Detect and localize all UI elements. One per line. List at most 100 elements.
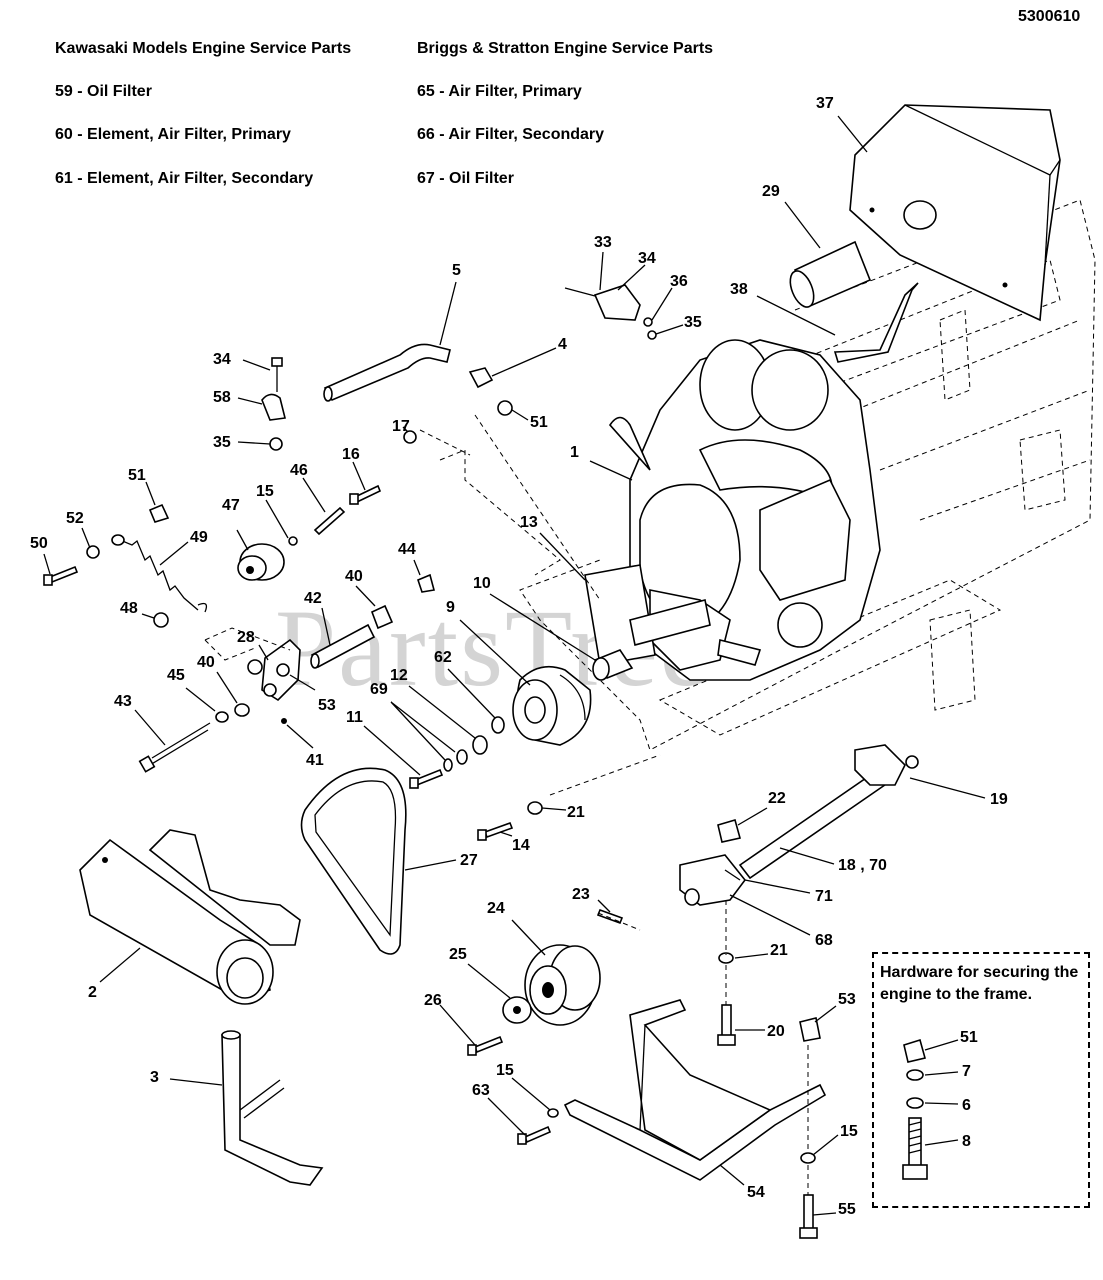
nut [717,819,741,843]
drive-belt [300,767,407,955]
bolt [43,565,79,586]
bolt [349,484,382,505]
briggs-item: 65 - Air Filter, Primary [417,83,582,100]
callout-4: 4 [558,336,567,353]
pivot-axle [679,744,919,906]
engine-mount-hardware [902,1038,928,1180]
idler-pulley [237,543,285,581]
callout-50: 50 [30,535,48,552]
bolt [467,1035,504,1056]
callout-34: 34 [213,351,231,368]
nut [403,430,417,444]
callout-38: 38 [730,281,748,298]
callout-71: 71 [815,888,833,905]
briggs-item: 66 - Air Filter, Secondary [417,126,605,143]
washer [86,545,100,559]
callout-2: 2 [88,984,97,1001]
callout-43: 43 [114,693,132,710]
briggs-item: 67 - Oil Filter [417,170,514,187]
mounting-plate [584,564,711,666]
kawasaki-item: 59 - Oil Filter [55,83,152,100]
callout-22: 22 [768,790,786,807]
spring [111,534,208,613]
callout-63: 63 [472,1082,490,1099]
callout-23: 23 [572,886,590,903]
callout-1: 1 [570,444,579,461]
callout-24: 24 [487,900,505,917]
stud [313,506,346,536]
callout-51: 51 [128,467,146,484]
callout-5: 5 [452,262,461,279]
callout-51: 51 [960,1029,978,1046]
washer [456,749,468,765]
callout-15: 15 [256,483,274,500]
bushing [370,604,394,630]
callout-62: 62 [434,649,452,666]
callout-68: 68 [815,932,833,949]
callout-17: 17 [392,418,410,435]
callout-35: 35 [684,314,702,331]
briggs-header: Briggs & Stratton Engine Service Parts [417,40,714,57]
callout-21: 21 [567,804,585,821]
exhaust-tube [789,240,872,308]
bolt [517,1125,552,1145]
callout-15: 15 [496,1062,514,1079]
engine-bracket [833,282,919,363]
callout-69: 69 [370,681,388,698]
callout-28: 28 [237,629,255,646]
callout-11: 11 [346,709,363,726]
nut [148,503,170,523]
engine-pulley [524,944,601,1026]
callout-36: 36 [670,273,688,290]
callout-42: 42 [304,590,322,607]
callout-33: 33 [594,234,612,251]
callout-21: 21 [770,942,788,959]
engine [608,339,881,681]
callout-15: 15 [840,1123,858,1140]
washer [215,711,229,723]
callout-44: 44 [398,541,416,558]
callout-34: 34 [638,250,656,267]
heat-shield [849,104,1061,322]
callout-40: 40 [197,654,215,671]
kawasaki-item: 61 - Element, Air Filter, Secondary [55,170,314,187]
kawasaki-header: Kawasaki Models Engine Service Parts [55,40,352,57]
callout-26: 26 [424,992,442,1009]
callout-47: 47 [222,497,240,514]
nut [247,659,263,675]
washer [443,758,453,772]
fuel-line [323,343,451,402]
callout-3: 3 [150,1069,159,1086]
callout-10: 10 [473,575,491,592]
callout-25: 25 [449,946,467,963]
callout-55: 55 [838,1201,856,1218]
callout-40: 40 [345,568,363,585]
kawasaki-item: 60 - Element, Air Filter, Primary [55,126,291,143]
nut [497,400,513,416]
washer [491,716,505,734]
fitting [468,367,494,389]
callout-16: 16 [342,446,360,463]
callout-12: 12 [390,667,408,684]
nut [417,573,435,593]
callout-53: 53 [838,991,856,1008]
callout-46: 46 [290,462,308,479]
washer [800,1152,816,1164]
callout-54: 54 [747,1184,765,1201]
callout-35: 35 [213,434,231,451]
callout-19: 19 [990,791,1008,808]
bolt [799,1194,818,1239]
washer [288,536,298,546]
hardware-box: Hardware for securing the engine to the … [872,952,1090,1208]
callout-58: 58 [213,389,231,406]
washer [472,735,488,755]
callout-8: 8 [962,1133,971,1150]
bolt [409,768,444,789]
callout-27: 27 [460,852,478,869]
callout-18-70: 18 , 70 [838,857,887,874]
tailpipe [221,1030,324,1186]
nut [153,612,169,628]
bushing [234,703,250,717]
callout-45: 45 [167,667,185,684]
